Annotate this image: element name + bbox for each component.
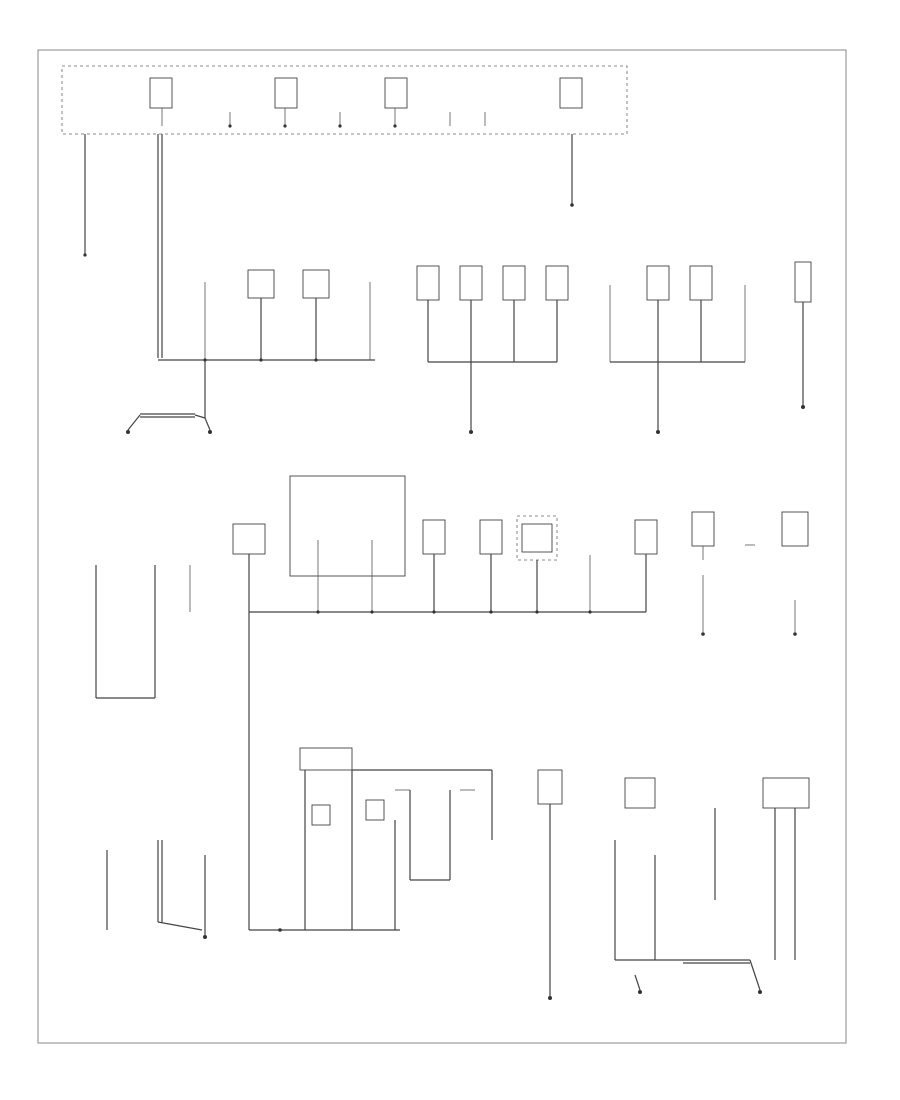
ground-branch-left bbox=[126, 360, 212, 434]
row2-group3 bbox=[609, 265, 746, 434]
row3-components bbox=[95, 475, 658, 930]
relay-circuit bbox=[249, 747, 493, 932]
row4-left bbox=[106, 840, 207, 939]
row2-group2 bbox=[416, 265, 569, 434]
battery-sensor bbox=[794, 261, 812, 409]
wire-right-top bbox=[570, 134, 574, 207]
row2-group1 bbox=[203, 269, 371, 362]
row3-right bbox=[691, 511, 809, 636]
row4-right bbox=[614, 777, 810, 994]
diagram-border bbox=[37, 49, 847, 1044]
top-junction-block bbox=[61, 65, 628, 135]
wire-left-top bbox=[83, 134, 87, 257]
center-ground bbox=[537, 769, 563, 1000]
wire-main-feed bbox=[157, 134, 375, 361]
